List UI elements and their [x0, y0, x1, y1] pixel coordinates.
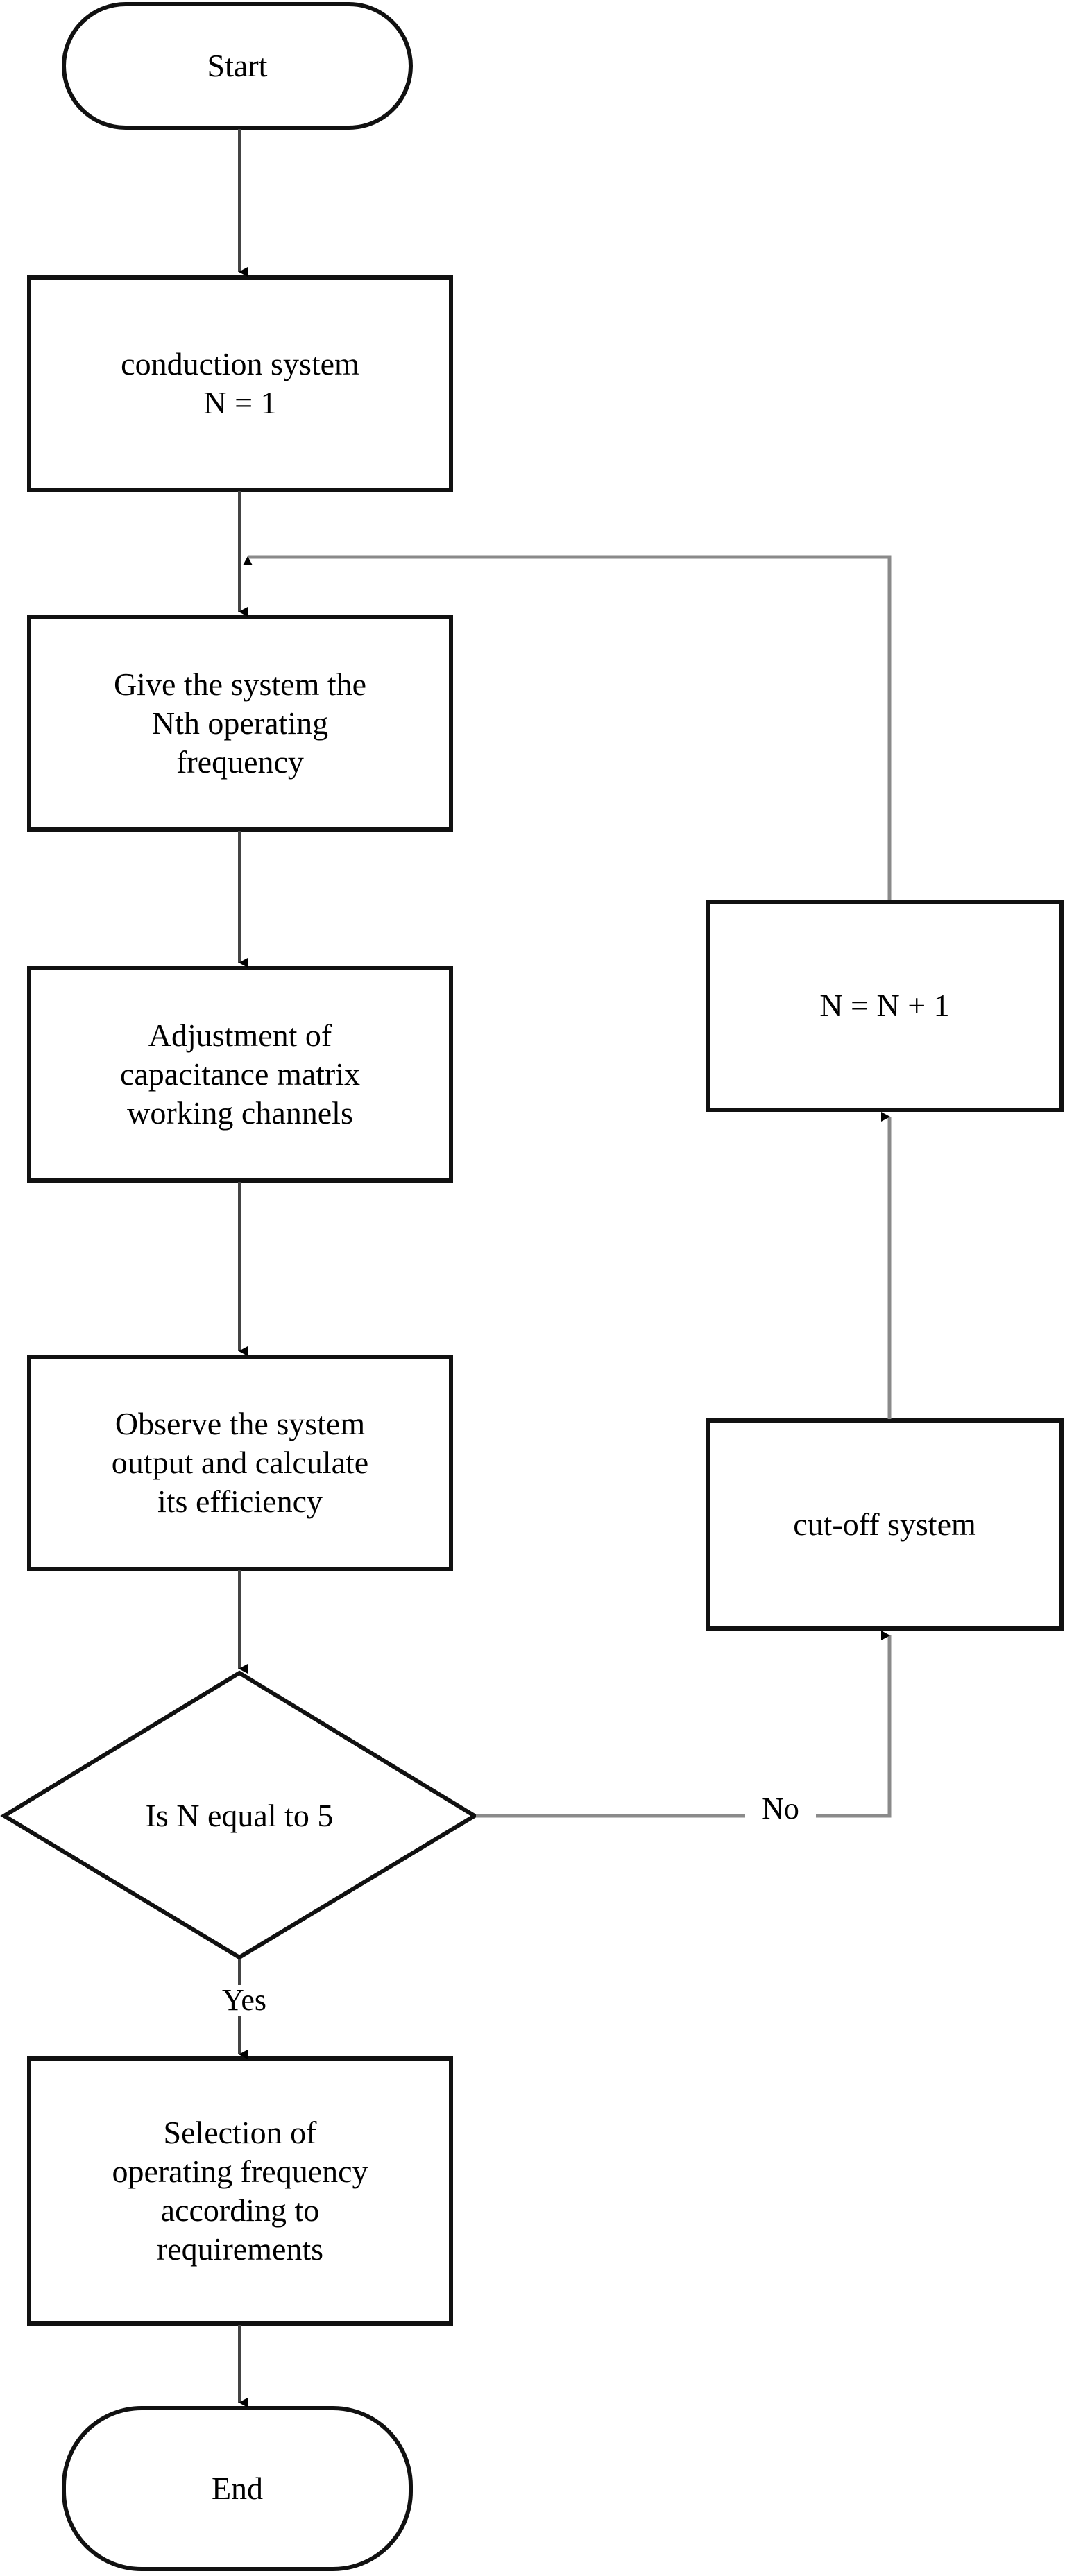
- node-shape-observe[interactable]: [27, 1355, 453, 1571]
- node-shape-decision[interactable]: [0, 1670, 479, 1960]
- edge-decision-no-to-cutoff: [476, 1631, 892, 1818]
- node-shape-conduction[interactable]: [27, 275, 453, 492]
- edge-increment-to-give-frequency: [243, 555, 892, 900]
- node-shape-end[interactable]: [62, 2406, 413, 2571]
- edge-label-no: No: [745, 1794, 816, 1824]
- node-decision[interactable]: [83, 1734, 395, 1898]
- node-start[interactable]: [64, 4, 411, 128]
- node-observe[interactable]: [29, 1357, 451, 1569]
- edge-label-yes: Yes: [198, 1985, 290, 2016]
- node-shape-start[interactable]: [62, 2, 413, 130]
- node-increment[interactable]: [708, 902, 1062, 1110]
- node-shape-increment[interactable]: [706, 900, 1064, 1112]
- node-selection[interactable]: [29, 2059, 451, 2324]
- node-shape-cutoff[interactable]: [706, 1418, 1064, 1631]
- node-cutoff[interactable]: [708, 1420, 1062, 1629]
- node-adjustment[interactable]: [29, 968, 451, 1180]
- node-shape-adjustment[interactable]: [27, 966, 453, 1183]
- node-give-frequency[interactable]: [29, 617, 451, 830]
- node-shape-give-frequency[interactable]: [27, 615, 453, 832]
- node-conduction[interactable]: [29, 277, 451, 490]
- node-end[interactable]: [64, 2408, 411, 2569]
